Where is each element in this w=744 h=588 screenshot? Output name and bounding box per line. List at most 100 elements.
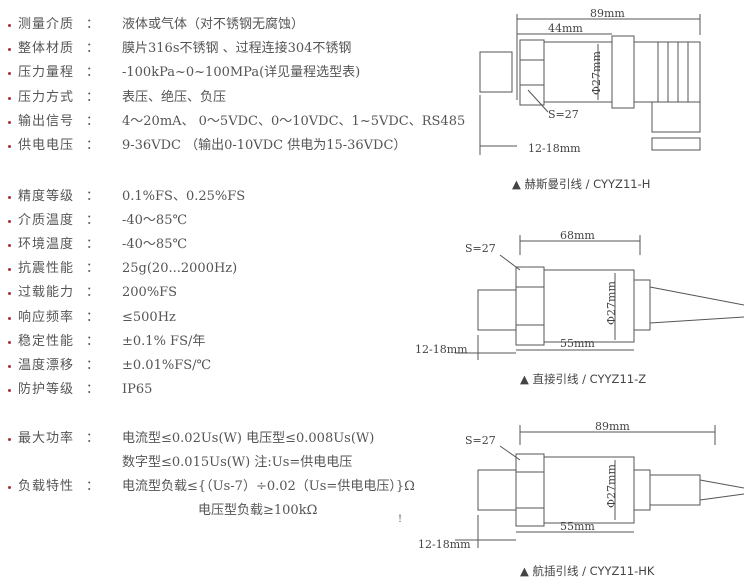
spec-value: 4～20mA、 0～5VDC、0～10VDC、1~5VDC、RS485 [122,114,466,129]
colon: ： [86,138,100,153]
diagram-direct: 68mm Φ27mm S=27 55mm 12-18mm [415,229,744,360]
colon: ： [86,114,100,129]
spec-row: 稳定性能：±0.1% FS/年 [0,332,470,352]
spec-value: -40～85℃ [122,213,188,228]
spec-label: 供电电压 [18,138,75,153]
spec-value: 液体或气体（对不锈钢无腐蚀） [122,17,305,32]
dim-body: 55mm [560,520,595,533]
spec-value: 200%FS [122,285,178,300]
spec-row: 压力方式 ： 表压、绝压、负压 [0,88,470,108]
spec-label: 压力方式 [18,90,75,105]
spec-label: 整体材质 [18,41,75,56]
colon: ： [86,358,100,373]
spec-value: IP65 [122,382,153,397]
spec-value-line2: 数字型≤0.015Us(W) 注:Us=供电电压 [122,455,353,470]
spec-label: 抗震性能 [18,261,75,276]
spec-row: 输出信号 ： 4～20mA、 0～5VDC、0～10VDC、1~5VDC、RS485 [0,112,470,132]
colon: ： [86,65,100,80]
bullet-icon [8,196,11,199]
spec-row: 负载特性 ： 电流型负载≤{（Us-7）÷0.02（Us=供电电压）}Ω [0,477,470,497]
hex-size: S=27 [465,434,496,447]
spec-row: 温度漂移 ： ±0.01%FS/℃ [0,356,470,376]
spec-label: 输出信号 [18,114,75,129]
spec-value: -40～85℃ [122,237,188,252]
dim-body: 55mm [560,337,595,350]
dim-total: 89mm [595,420,630,433]
bullet-icon [8,97,11,100]
spec-value: 膜片316s不锈钢 、过程连接304不锈钢 [122,41,352,56]
spec-label: 测量介质 [18,17,75,32]
colon: ： [86,237,100,252]
spec-value: ≤500Hz [122,310,176,325]
spec-value: ±0.01%FS/℃ [122,358,212,373]
colon: ： [86,261,100,276]
caption-cyyz11-hk: ▲ 航插引线 / CYYZ11-HK [520,564,655,578]
spec-value: ±0.1% FS/年 [122,334,206,349]
dim-body: 44mm [548,22,583,35]
bullet-icon [8,145,11,148]
spec-label: 最大功率 [18,431,75,446]
bullet-icon [8,72,11,75]
thread-length: 12-18mm [528,142,581,155]
spec-value: -100kPa~0~100MPa(详见量程选型表) [122,65,361,80]
dim-total: 89mm [590,7,625,20]
spec-value: 9-36VDC （输出0-10VDC 供电为15-36VDC） [122,138,407,153]
spec-label: 负载特性 [18,479,75,494]
spec-row: 防护等级 ： IP65 [0,380,470,400]
spec-value: 0.1%FS、0.25%FS [122,189,246,204]
spec-row: 整体材质 ： 膜片316s不锈钢 、过程连接304不锈钢 [0,39,470,59]
diagram-hirschmann: 89mm 44mm Φ27mm S=27 12-18mm [479,7,701,155]
colon: ： [86,17,100,32]
bullet-icon [8,365,11,368]
thread-length: 12-18mm [415,343,468,356]
colon: ： [86,479,100,494]
colon: ： [86,90,100,105]
stray-mark: ! [398,514,403,525]
colon: ： [86,285,100,300]
spec-row: 压力量程 ： -100kPa~0~100MPa(详见量程选型表) [0,63,470,83]
spec-label: 温度漂移 [18,358,75,373]
spec-label: 精度等级 [18,189,75,204]
spec-label: 防护等级 [18,382,75,397]
colon: ： [86,189,100,204]
hex-size: S=27 [465,242,496,255]
caption-cyyz11-h: ▲ 赫斯曼引线 / CYYZ11-H [512,177,651,191]
bullet-icon [8,317,11,320]
spec-row: 最大功率 ： 电流型≤0.02Us(W) 电压型≤0.008Us(W) [0,429,470,449]
bullet-icon [8,24,11,27]
bullet-icon [8,389,11,392]
colon: ： [86,431,100,446]
spec-value: 表压、绝压、负压 [122,90,227,105]
bullet-icon [8,438,11,441]
spec-label: 压力量程 [18,65,75,80]
bullet-icon [8,341,11,344]
bullet-icon [8,292,11,295]
diagram-aviation-plug: 89mm Φ27mm S=27 55mm 12-18mm [418,420,744,551]
spec-row: 供电电压 ： 9-36VDC （输出0-10VDC 供电为15-36VDC） [0,136,470,156]
hex-size: S=27 [548,108,579,121]
spec-row: 抗震性能 ： 25g(20...2000Hz) [0,259,470,279]
spec-row: 精度等级 ： 0.1%FS、0.25%FS [0,187,470,207]
colon: ： [86,310,100,325]
dim-total: 68mm [560,229,595,242]
spec-row: 过载能力 ： 200%FS [0,283,470,303]
colon: ： [86,382,100,397]
dim-diameter: Φ27mm [605,464,618,508]
bullet-icon [8,244,11,247]
spec-value: 25g(20...2000Hz) [122,261,238,276]
spec-label: 响应频率 [18,310,75,325]
colon: ： [86,41,100,56]
bullet-icon [8,268,11,271]
colon: ： [86,334,100,349]
spec-value: 电流型≤0.02Us(W) 电压型≤0.008Us(W) [122,431,375,446]
spec-value: 电流型负载≤{（Us-7）÷0.02（Us=供电电压）}Ω [122,479,415,494]
spec-label: 过载能力 [18,285,75,300]
bullet-icon [8,486,11,489]
bullet-icon [8,121,11,124]
colon: ： [86,213,100,228]
spec-value-line2: 电压型负载≥100kΩ [198,503,318,518]
spec-row: 介质温度：-40～85℃ [0,211,470,231]
dim-diameter: Φ27mm [605,281,618,325]
spec-label: 环境温度 [18,237,75,252]
caption-cyyz11-z: ▲ 直接引线 / CYYZ11-Z [520,372,647,386]
